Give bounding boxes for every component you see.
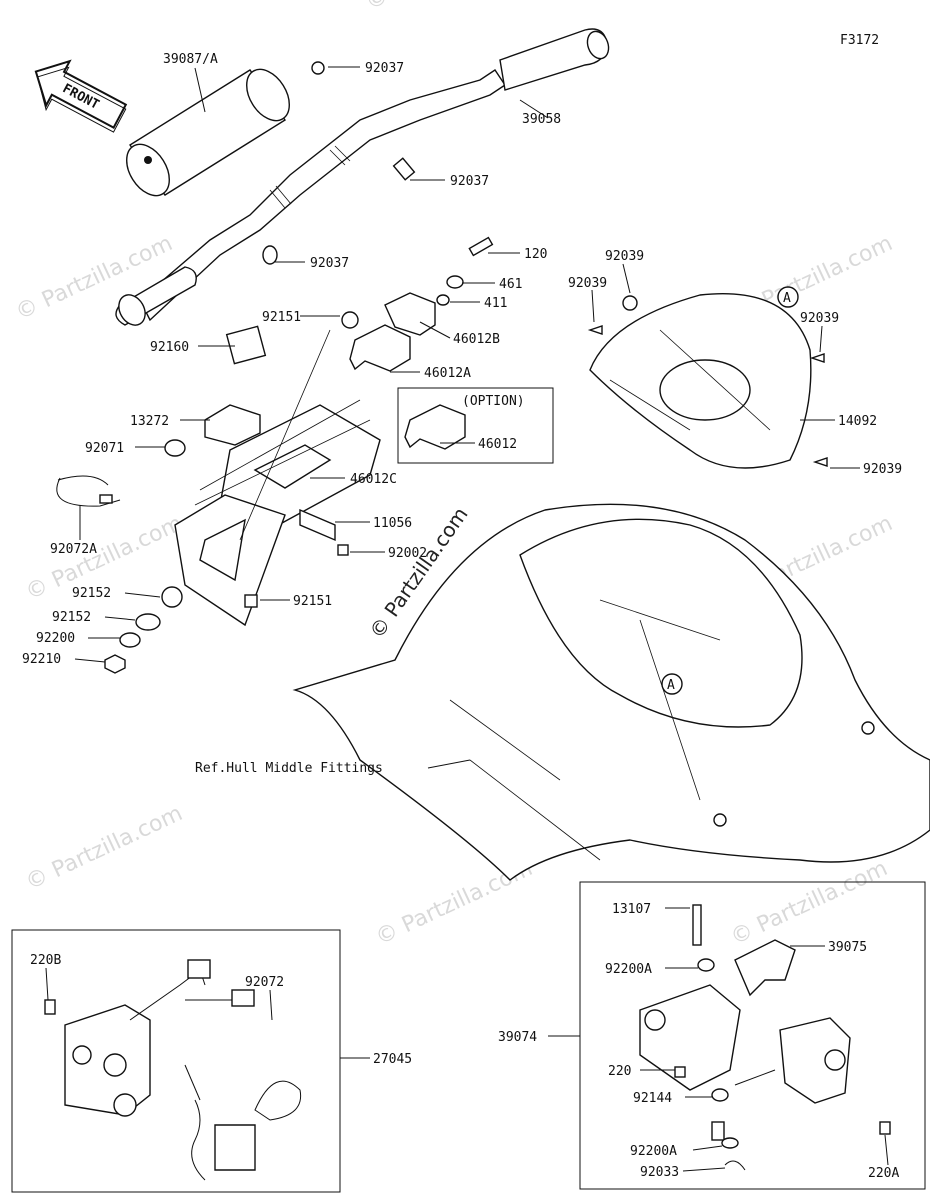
part-label-92037: 92037 [450,174,489,189]
watermark: © Partzilla.com [22,801,186,895]
leader-lines [45,66,889,1172]
throttle-assembly [639,904,891,1171]
part-label-14092: 14092 [838,414,877,429]
handlebar [115,28,610,326]
part-label-46012a: 46012A [424,366,471,381]
option-label: (OPTION) [462,394,525,409]
part-label-92039: 92039 [800,311,839,326]
handlebar-pad [126,68,290,197]
figure-code: F3172 [840,33,879,48]
ref-marker: A [783,291,791,306]
part-label-92071: 92071 [85,441,124,456]
part-label-39074: 39074 [498,1030,537,1045]
part-label-92200: 92200 [36,631,75,646]
part-label-92039: 92039 [605,249,644,264]
part-label-220b: 220B [30,953,61,968]
part-label-92033: 92033 [640,1165,679,1180]
part-label-92160: 92160 [150,340,189,355]
part-label-13107: 13107 [612,902,651,917]
part-label-92072a: 92072A [50,542,97,557]
part-label-120: 120 [524,247,547,262]
part-label-92200a: 92200A [630,1144,677,1159]
part-label-92039: 92039 [863,462,902,477]
part-label-46012c: 46012C [350,472,397,487]
part-label-92151: 92151 [293,594,332,609]
ref-marker: A [667,678,675,693]
part-label-220a: 220A [868,1166,899,1181]
part-label-46012: 46012 [478,437,517,452]
switch-assembly-box [11,929,341,1193]
part-label-39087a: 39087/A [163,52,218,67]
ref-text: Ref.Hull Middle Fittings [195,761,383,776]
part-label-27045: 27045 [373,1052,412,1067]
part-label-92002: 92002 [388,546,427,561]
part-label-39058: 39058 [522,112,561,127]
part-label-11056: 11056 [373,516,412,531]
part-label-92037: 92037 [365,61,404,76]
watermark: © Partzilla.com [362,0,526,15]
part-label-92072: 92072 [245,975,284,990]
part-label-92039: 92039 [568,276,607,291]
part-label-92037: 92037 [310,256,349,271]
watermark: © Partzilla.com [727,856,891,950]
front-arrow-icon: FRONT [34,59,128,133]
part-label-46012b: 46012B [453,332,500,347]
part-label-92200a: 92200A [605,962,652,977]
part-label-461: 461 [499,277,522,292]
hull-middle: A [292,503,930,881]
part-label-92210: 92210 [22,652,61,667]
part-labels: 39087/A 92037 92037 92037 39058 120 461 … [22,52,902,1181]
part-label-411: 411 [484,296,507,311]
part-label-39075: 39075 [828,940,867,955]
part-label-92151: 92151 [262,310,301,325]
handlebar-clamps: (OPTION) [349,236,554,464]
part-label-13272: 13272 [130,414,169,429]
part-label-92144: 92144 [633,1091,672,1106]
part-label-92152: 92152 [52,610,91,625]
cover-panel: A [587,286,828,469]
part-label-220: 220 [608,1064,631,1079]
switch-assembly [44,959,302,1181]
cable-tie [56,475,121,507]
part-label-92152: 92152 [72,586,111,601]
steering-column [104,311,381,674]
